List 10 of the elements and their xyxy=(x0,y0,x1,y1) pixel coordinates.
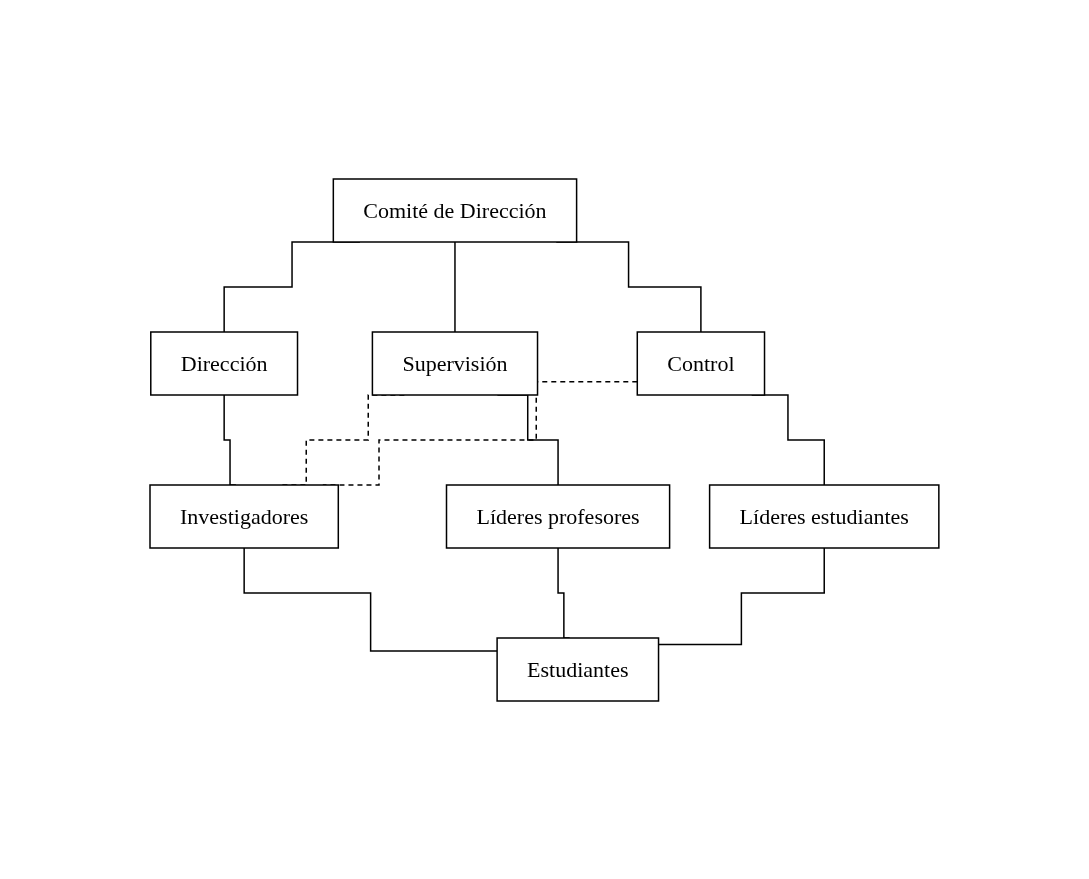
node-box: Estudiantes xyxy=(496,636,660,702)
node-box: Líderes profesores xyxy=(445,483,671,549)
node-box: Líderes estudiantes xyxy=(708,483,940,549)
node-box: Supervisión xyxy=(371,330,539,396)
connector xyxy=(454,240,456,333)
node-box: Investigadores xyxy=(149,483,340,549)
node-box: Comité de Dirección xyxy=(332,177,578,243)
node-box: Control xyxy=(636,330,766,396)
node-box: Dirección xyxy=(150,330,299,396)
connector xyxy=(243,546,498,652)
